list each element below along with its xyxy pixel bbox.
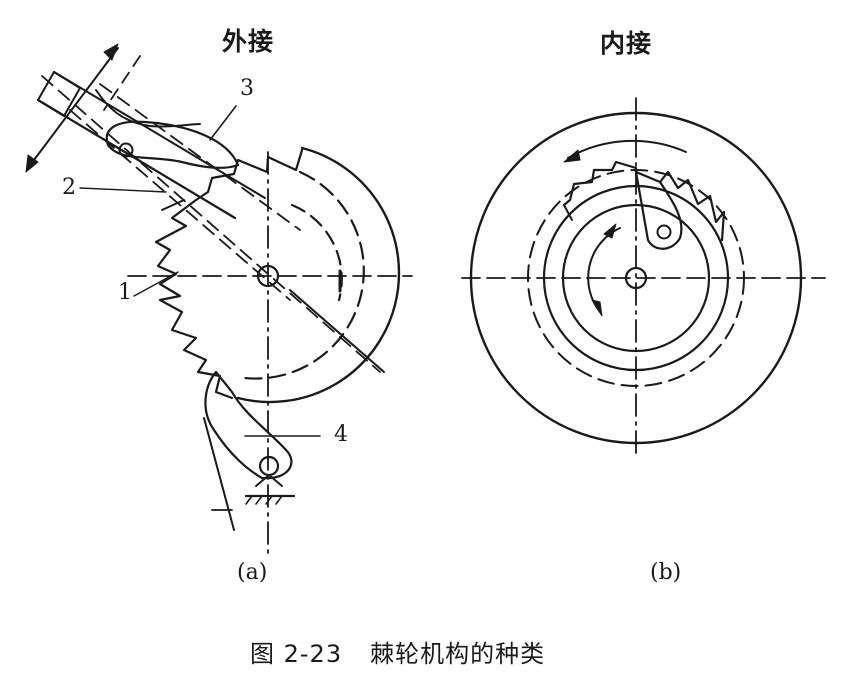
ratchet-inner-circle [290, 203, 343, 302]
locking-pawl-4 [203, 370, 321, 531]
ratchet-wheel-rim [236, 146, 401, 404]
inner-rotation-arrowhead-bottom [591, 299, 603, 317]
ratchet-hub [256, 264, 280, 288]
outer-rotation-arrowhead [563, 149, 581, 163]
inner-rotation-arrowhead-top [603, 223, 617, 239]
ring-inner-edge [542, 184, 730, 372]
ratchet-teeth [154, 155, 270, 400]
panel-a-sublabel: (a) [237, 560, 268, 585]
leader-line-1 [133, 271, 179, 297]
figure-caption: 图 2-23 棘轮机构的种类 [250, 634, 545, 669]
figure-caption-text: 棘轮机构的种类 [370, 640, 546, 668]
arm-end-line [289, 289, 385, 373]
inner-rotation-arc [587, 227, 621, 313]
leader-line-3 [209, 105, 237, 141]
panel-b-internal-ratchet [461, 97, 826, 456]
hub [624, 266, 648, 290]
panel-b-title: 内接 [600, 29, 653, 58]
part-label-1: 1 [118, 280, 132, 305]
internal-teeth-right [658, 170, 726, 242]
figure-number: 图 2-23 [250, 640, 343, 668]
outer-rotation-arc [567, 139, 687, 159]
part-label-3: 3 [240, 76, 254, 101]
outer-ring [469, 111, 803, 445]
ratchet-tooth-notch [266, 148, 304, 172]
tooth-edge [563, 204, 573, 221]
leader-line-2 [79, 187, 167, 193]
oscillation-arrow [25, 43, 119, 173]
driving-pawl-3 [95, 89, 240, 169]
panel-a-external-ratchet [25, 43, 413, 556]
internal-pawl [634, 170, 683, 250]
internal-teeth-left [562, 160, 638, 207]
panel-b-sublabel: (b) [650, 560, 682, 585]
panel-a-title: 外接 [222, 27, 275, 56]
ratchet-pitch-circle [243, 170, 365, 380]
driver-disc [561, 203, 711, 353]
part-label-2: 2 [62, 175, 76, 200]
part-label-4: 4 [334, 422, 348, 447]
